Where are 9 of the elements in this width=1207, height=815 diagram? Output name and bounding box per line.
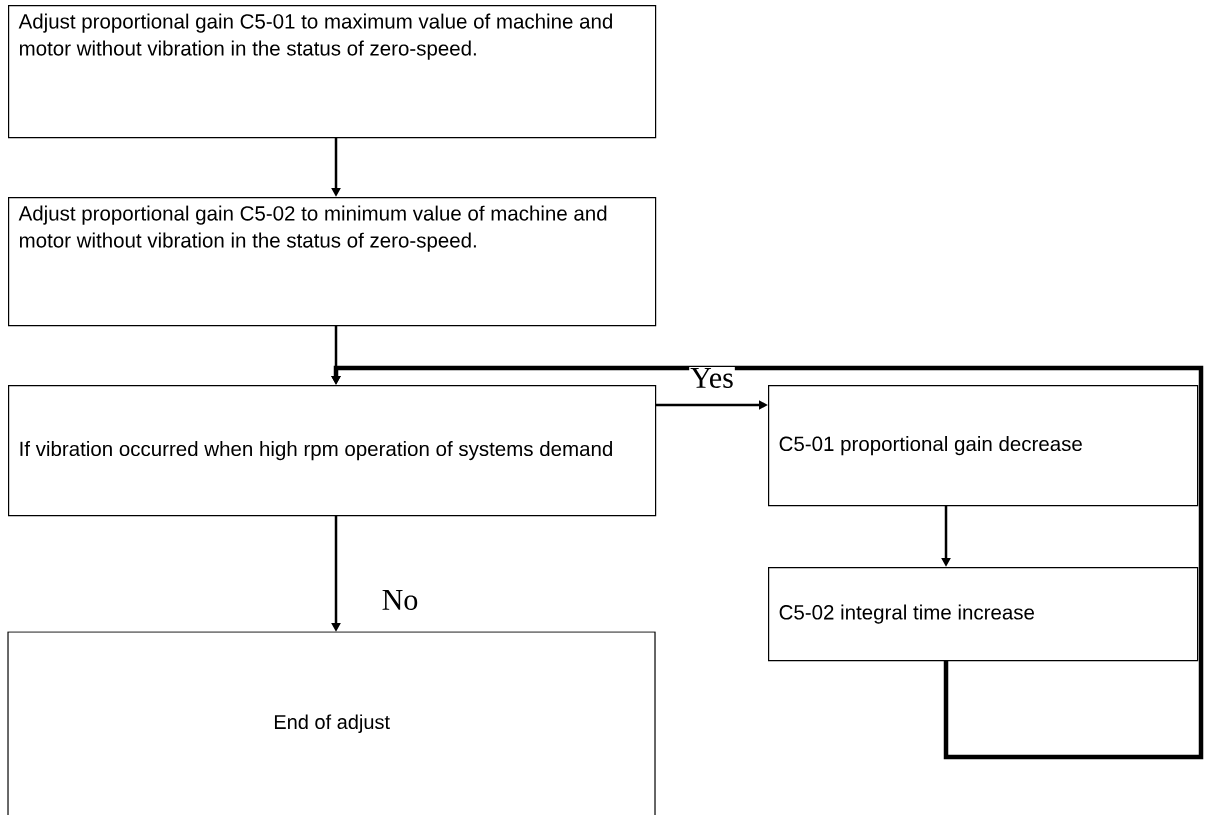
edge-label: Yes bbox=[689, 367, 735, 389]
process-box: C5-02 integral time increase bbox=[768, 567, 1199, 662]
arrow bbox=[331, 365, 1204, 760]
edge-label: No bbox=[380, 589, 420, 611]
process-box: If vibration occurred when high rpm operation of systems demand bbox=[8, 385, 657, 517]
process-box: C5-01 proportional gain decrease bbox=[768, 385, 1199, 507]
process-box: Adjust proportional gain C5-02 to minimum value of machine and motor without vibration in the status of zero-speed. bbox=[8, 197, 657, 327]
process-box: Adjust proportional gain C5-01 to maximum value of machine and motor without vibration in the status of zero-speed. bbox=[8, 5, 657, 139]
process-box: End of adjust bbox=[7, 631, 656, 815]
